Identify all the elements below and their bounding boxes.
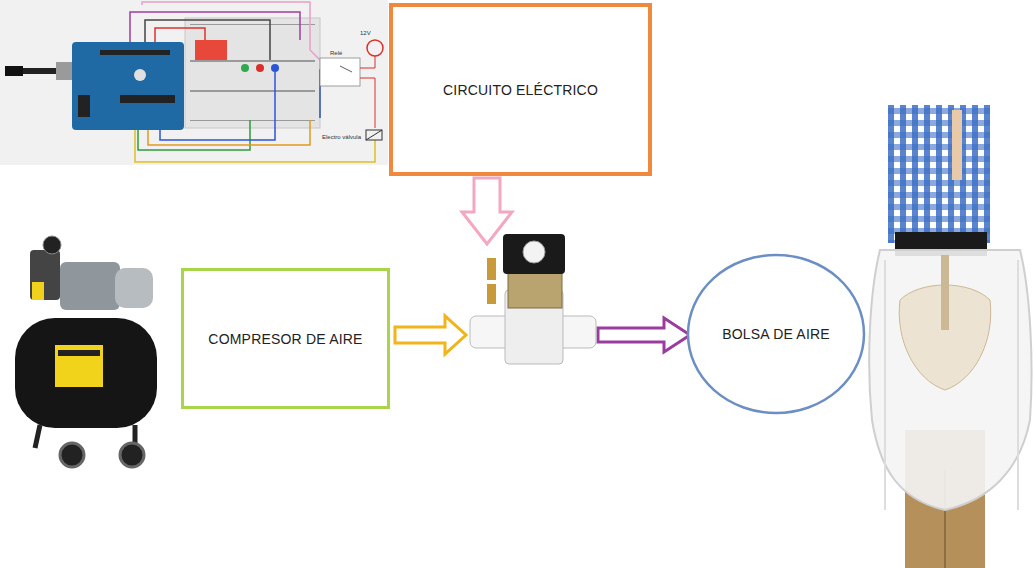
ellipse-node: BOLSA DE AIRE (686, 253, 866, 415)
process-box: CIRCUITO ELÉCTRICO (389, 3, 652, 176)
arduino-schematic (0, 0, 388, 165)
pink-arrow (462, 178, 512, 244)
node-label: CIRCUITO ELÉCTRICO (443, 82, 598, 98)
process-box: COMPRESOR DE AIRE (181, 268, 390, 409)
part-label: Electro válvula (322, 134, 361, 140)
voltage-label: 12V (360, 30, 371, 36)
part-label: Relé (330, 50, 342, 56)
purple-arrow (598, 318, 690, 352)
yellow-arrow (395, 316, 466, 354)
node-label: BOLSA DE AIRE (722, 326, 830, 342)
air-compressor (15, 236, 157, 467)
person-airbag (869, 105, 1031, 568)
node-label: COMPRESOR DE AIRE (208, 331, 362, 347)
ellipse-outline (688, 255, 864, 413)
solenoid-valve (470, 234, 596, 364)
